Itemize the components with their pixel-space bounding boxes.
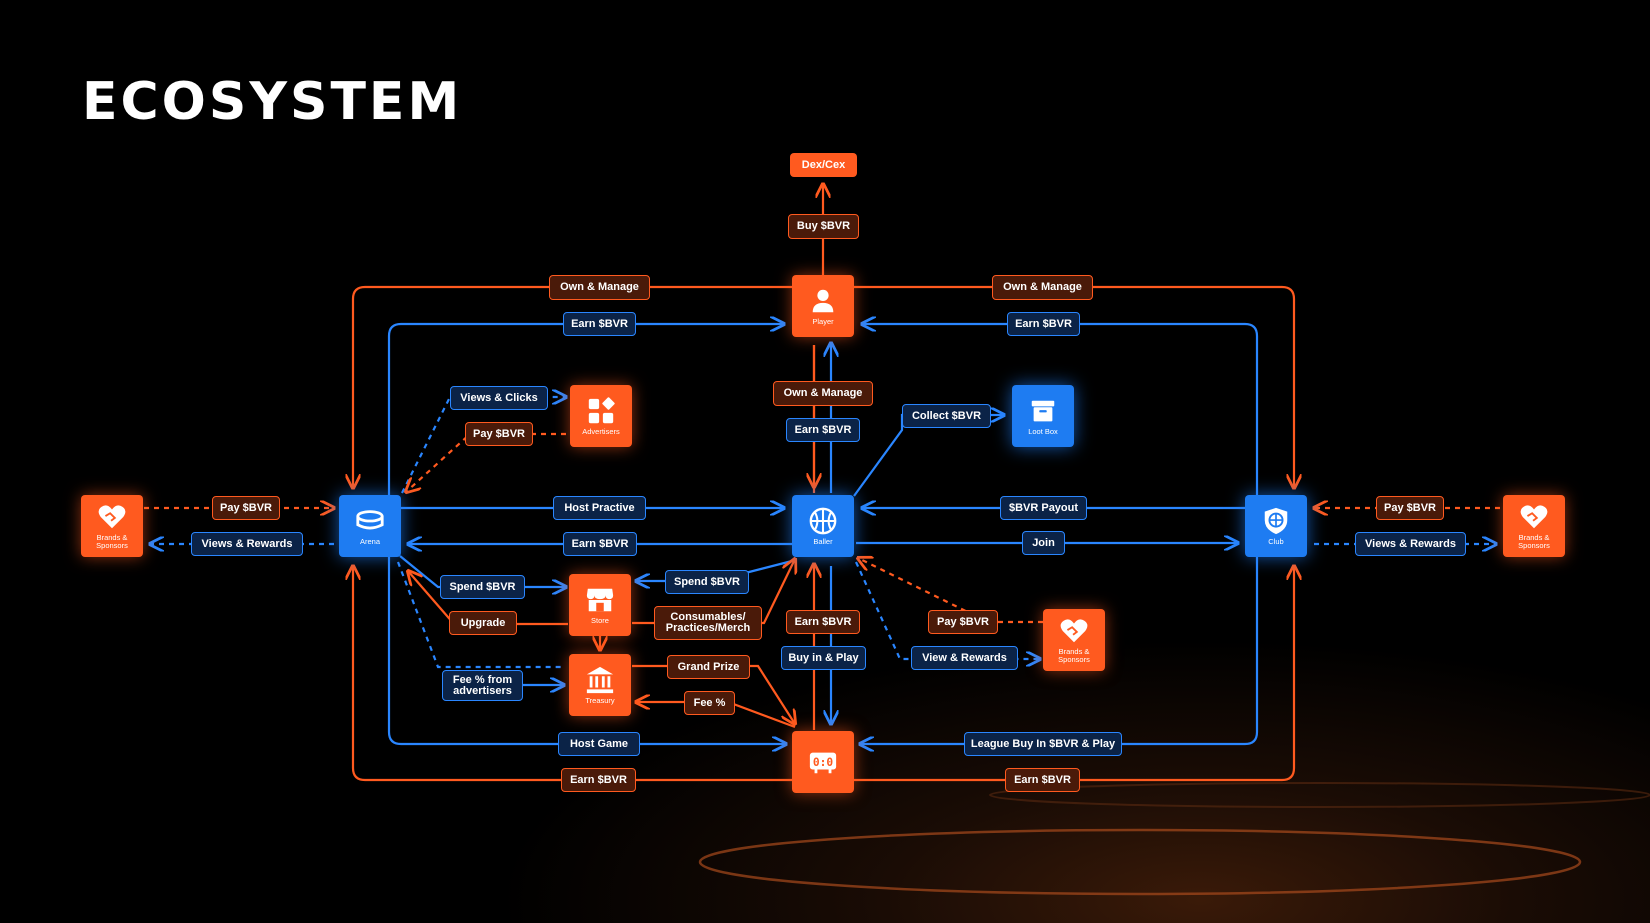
archive-box-icon (1031, 400, 1055, 422)
own-manage-right-label: Own & Manage (992, 275, 1093, 300)
fee-pct-from-label: Fee % from advertisers (442, 670, 523, 701)
game-node[interactable]: 0:0 (792, 731, 854, 793)
club-label: Club (1268, 537, 1284, 546)
court-ring (698, 828, 1582, 896)
loot-box-label: Loot Box (1028, 427, 1058, 436)
pay-bvr-center-label: Pay $BVR (928, 610, 998, 634)
spend-bvr-left-label: Spend $BVR (440, 575, 525, 599)
handshake-heart-icon (1060, 619, 1088, 643)
views-rewards-left-label: Views & Rewards (191, 532, 303, 556)
line-fee-from-dashed (396, 561, 564, 669)
handshake-heart-icon (98, 505, 126, 529)
earn-bvr-mid-label: Earn $BVR (563, 532, 637, 556)
brands-center-node[interactable]: Brands & Sponsors (1043, 609, 1105, 671)
page-title: ECOSYSTEM (82, 72, 463, 132)
host-game-label: Host Game (558, 732, 640, 756)
court-ring-far (989, 782, 1650, 808)
shield-basketball-icon (1264, 507, 1288, 535)
bank-icon (586, 666, 614, 694)
league-buy-in-label: League Buy In $BVR & Play (964, 732, 1122, 756)
views-rewards-right-label: Views & Rewards (1355, 532, 1466, 556)
club-node[interactable]: Club (1245, 495, 1307, 557)
storefront-icon (586, 588, 614, 612)
view-rewards-center-label: View & Rewards (911, 646, 1018, 670)
treasury-label: Treasury (585, 696, 615, 705)
arena-label: Arena (359, 537, 380, 546)
bvr-payout-label: $BVR Payout (1000, 496, 1087, 520)
basketball-icon (809, 507, 837, 535)
line-game-to-club (854, 566, 1294, 782)
brands-right-node[interactable]: Brands & Sponsors (1503, 495, 1565, 557)
earn-bvr-center-label: Earn $BVR (786, 418, 860, 442)
score-text: 0:0 (813, 756, 834, 769)
grid-icon (588, 397, 615, 424)
earn-bvr-lower-label: Earn $BVR (786, 610, 860, 634)
upgrade-label: Upgrade (449, 611, 517, 635)
consumables-label: Consumables/ Practices/Merch (654, 606, 762, 640)
collect-bvr-label: Collect $BVR (902, 404, 991, 428)
brands-center-label: Brands & Sponsors (1058, 647, 1090, 664)
line-player-to-arena (353, 285, 792, 488)
earn-bvr-bottom-left-label: Earn $BVR (561, 768, 636, 792)
player-node[interactable]: Player (792, 275, 854, 337)
treasury-node[interactable]: Treasury (569, 654, 631, 716)
host-practive-label: Host Practive (553, 496, 646, 520)
earn-bvr-bottom-right-label: Earn $BVR (1005, 768, 1080, 792)
baller-label: Baller (813, 537, 833, 546)
advertisers-label: Advertisers (582, 427, 620, 436)
store-label: Store (591, 616, 609, 625)
fee-pct-label: Fee % (684, 691, 735, 715)
stadium-icon (356, 510, 384, 530)
brands-left-node[interactable]: Brands & Sponsors (81, 495, 143, 557)
loot-box-node[interactable]: Loot Box (1012, 385, 1074, 447)
line-club-to-game (860, 546, 1259, 744)
arena-node[interactable]: Arena (339, 495, 401, 557)
line-game-to-arena (353, 566, 792, 782)
advertisers-node[interactable]: Advertisers (570, 385, 632, 447)
own-manage-left-label: Own & Manage (549, 275, 650, 300)
spend-bvr-right-label: Spend $BVR (665, 570, 749, 594)
join-label: Join (1022, 531, 1065, 555)
earn-bvr-right-top-label: Earn $BVR (1007, 312, 1080, 336)
buy-bvr-label: Buy $BVR (788, 214, 859, 239)
buy-in-play-label: Buy in & Play (781, 646, 866, 670)
line-arena-to-player (387, 324, 784, 508)
dex-cex-label[interactable]: Dex/Cex (790, 153, 857, 177)
handshake-heart-icon (1520, 505, 1548, 529)
pay-bvr-right-label: Pay $BVR (1376, 496, 1444, 520)
line-player-to-club (854, 285, 1294, 488)
earn-bvr-left-top-label: Earn $BVR (563, 312, 636, 336)
brands-left-label: Brands & Sponsors (96, 533, 128, 550)
own-manage-center-label: Own & Manage (773, 381, 873, 406)
line-club-to-player (862, 324, 1259, 508)
baller-node[interactable]: Baller (792, 495, 854, 557)
user-icon (812, 289, 834, 313)
line-pay-advertisers (406, 432, 566, 492)
scoreboard-icon: 0:0 (809, 752, 837, 774)
pay-bvr-adv-label: Pay $BVR (465, 422, 533, 446)
store-node[interactable]: Store (569, 574, 631, 636)
line-arena-to-game (387, 546, 786, 744)
brands-right-label: Brands & Sponsors (1518, 533, 1550, 550)
grand-prize-label: Grand Prize (667, 655, 750, 679)
views-clicks-label: Views & Clicks (450, 386, 548, 410)
pay-bvr-left-label: Pay $BVR (212, 496, 280, 520)
player-label: Player (812, 317, 834, 326)
